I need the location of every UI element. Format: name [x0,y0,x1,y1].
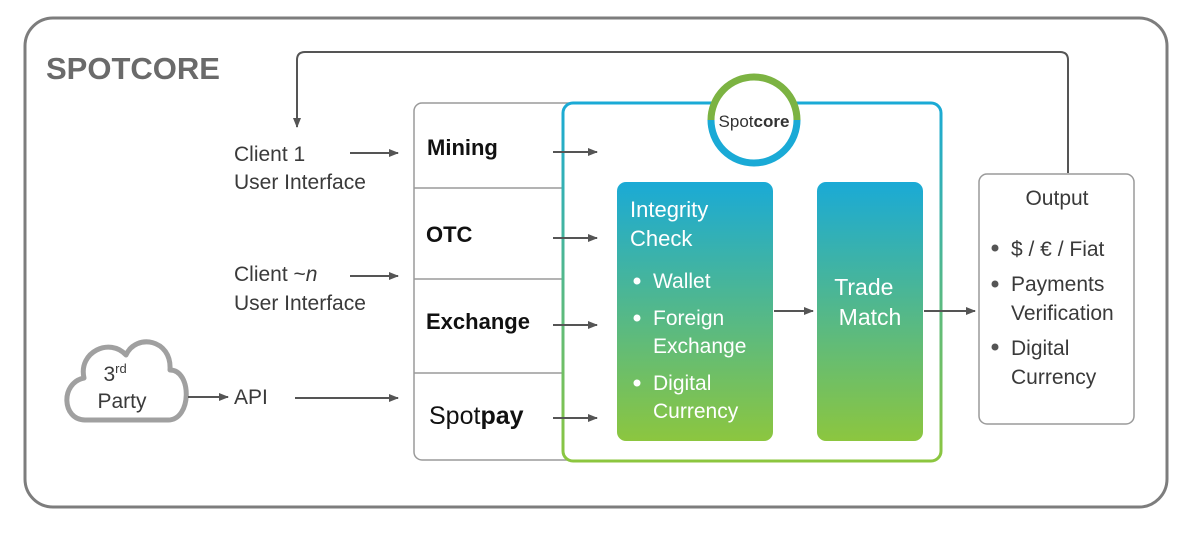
list-bullet [991,343,999,351]
list-bullet [991,244,999,252]
channel-mining: Mining [427,135,498,160]
outer-frame [23,16,1169,509]
feedback-loop-line [293,51,1069,173]
channel-spotpay: Spotpay [429,402,524,430]
list-bullet [991,280,999,288]
list-bullet [633,379,641,387]
client-n-label: Client ~n User Interface [234,263,366,315]
spotcore-logo: Spotcore [707,73,801,167]
list-bullet [633,314,641,322]
third-party-label: 3rd Party [97,355,147,413]
integrity-check-box [617,182,773,441]
trade-match-label: Trade Match [834,274,901,330]
integrity-check-title: Integrity Check [630,197,714,251]
output-title: Output [1025,187,1088,210]
output-item: $ / € / Fiat [1011,238,1105,261]
output-box [978,173,1135,425]
svg-text:Spotcore: Spotcore [719,112,790,131]
list-bullet [633,277,641,285]
channel-exchange: Exchange [426,309,530,334]
diagram-title: SPOTCORE [46,51,220,86]
third-party-cloud-icon [64,339,189,423]
client-1-label: Client 1 User Interface [234,143,366,194]
api-label: API [234,386,268,409]
integrity-item: Wallet [653,270,711,293]
channel-otc: OTC [426,222,473,247]
trade-match-box [817,182,923,441]
